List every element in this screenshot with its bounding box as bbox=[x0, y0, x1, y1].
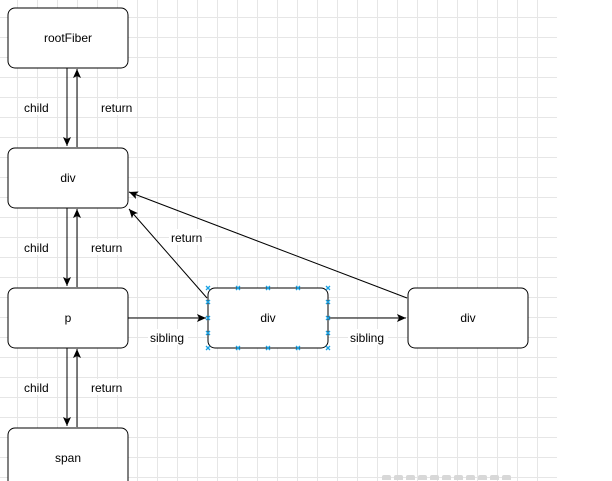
watermark bbox=[382, 470, 532, 480]
edge-div3-to-div1-return[interactable] bbox=[128, 191, 408, 299]
node-span-label: span bbox=[55, 451, 81, 465]
label-p-span-return: return bbox=[91, 381, 122, 395]
selection-handles[interactable] bbox=[205, 285, 331, 351]
node-rootfiber-label: rootFiber bbox=[44, 31, 92, 45]
node-p-label: p bbox=[65, 311, 72, 325]
node-div-label: div bbox=[60, 171, 75, 185]
label-div-p-child: child bbox=[24, 241, 49, 255]
edge-div2-to-div1-return[interactable] bbox=[128, 208, 208, 299]
node-div-sibling-selected[interactable]: div bbox=[205, 285, 331, 351]
label-p-span-child: child bbox=[24, 381, 49, 395]
node-span[interactable]: span bbox=[7, 427, 129, 481]
node-div-far-sibling-label: div bbox=[460, 311, 475, 325]
label-div2-div1-return: return bbox=[171, 231, 202, 245]
node-div-sibling-label: div bbox=[260, 311, 275, 325]
label-root-div-child: child bbox=[24, 101, 49, 115]
label-div2-div3-sibling: sibling bbox=[350, 331, 384, 345]
node-div[interactable]: div bbox=[7, 147, 129, 209]
node-rootfiber[interactable]: rootFiber bbox=[7, 7, 129, 69]
node-div-far-sibling[interactable]: div bbox=[407, 287, 529, 349]
label-p-div2-sibling: sibling bbox=[150, 331, 184, 345]
label-div-p-return: return bbox=[91, 241, 122, 255]
label-root-div-return: return bbox=[101, 101, 132, 115]
node-p[interactable]: p bbox=[7, 287, 129, 349]
